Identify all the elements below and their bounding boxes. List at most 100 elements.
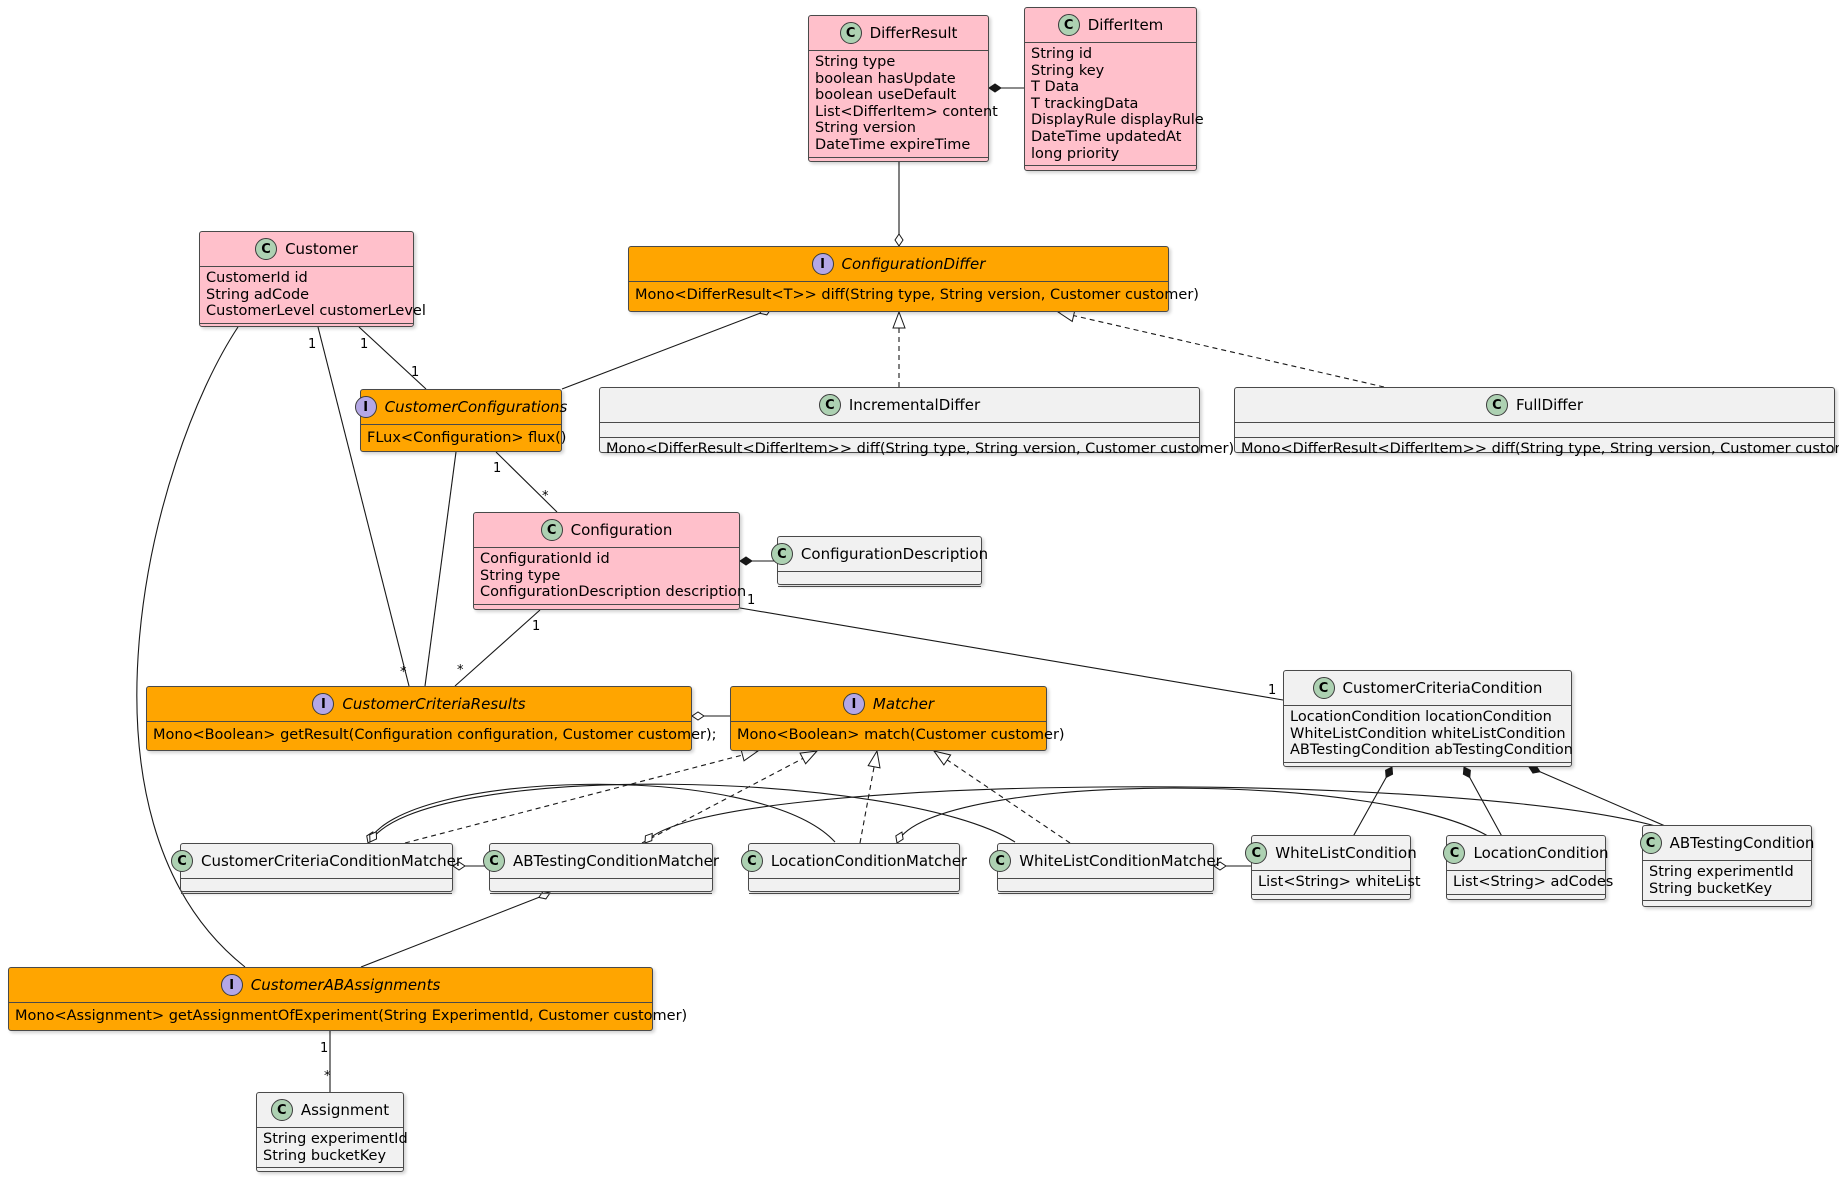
class-badge-icon: C — [1443, 842, 1466, 864]
method-line: FLux<Configuration> flux() — [367, 430, 567, 446]
methods: Mono<DifferResult<DifferItem>> diff(Stri… — [1235, 438, 1839, 461]
methods — [490, 894, 712, 908]
class-badge-icon: C — [540, 519, 563, 541]
class-name: CustomerCriteriaResults — [342, 695, 526, 713]
fields: List<String> whiteList — [1252, 871, 1421, 895]
field-line: DateTime updatedAt — [1031, 128, 1182, 145]
field-line: String type — [815, 54, 896, 70]
methods: FLux<Configuration> flux() — [361, 425, 567, 450]
methods: Mono<Assignment> getAssignmentOfExperime… — [9, 1003, 687, 1028]
field-line: ConfigurationDescription description — [480, 584, 747, 601]
mult-customer-configs-a: 1 — [360, 337, 368, 352]
class-name: DifferResult — [869, 24, 958, 42]
field-line: String bucketKey — [1649, 880, 1773, 897]
class-customer-criteria-condition-matcher[interactable]: C CustomerCriteriaConditionMatcher — [170, 843, 462, 894]
fields — [1235, 423, 1834, 438]
methods — [1025, 166, 1196, 180]
class-badge-icon: C — [839, 22, 862, 44]
methods — [200, 324, 413, 338]
field-line: WhiteListCondition whiteListCondition — [1290, 725, 1566, 742]
mult-config-results-b: * — [457, 663, 464, 678]
class-name: LocationCondition — [1473, 844, 1609, 862]
mult-config-condition-a: 1 — [747, 593, 755, 608]
fields — [181, 879, 452, 894]
field-line: DisplayRule displayRule — [1031, 112, 1204, 129]
class-name: Customer — [285, 240, 358, 258]
class-badge-icon: C — [1639, 832, 1662, 854]
interface-badge-icon: I — [811, 253, 834, 275]
mult-assignments-assignment-b: * — [324, 1069, 331, 1084]
field-line: List<String> whiteList — [1258, 874, 1421, 890]
class-name: CustomerCriteriaConditionMatcher — [200, 852, 463, 870]
edge-customer-customerconfigs — [358, 326, 427, 390]
class-header: C LocationCondition — [1443, 836, 1609, 871]
class-name: IncrementalDiffer — [848, 396, 981, 414]
methods: Mono<DifferResult<T>> diff(String type, … — [629, 282, 1199, 307]
field-line: long priority — [1031, 145, 1120, 162]
methods — [474, 605, 739, 619]
edge-locmatcher-ccmatcher — [366, 783, 836, 844]
edge-wlmatcher-ccmatcher — [369, 783, 1016, 843]
class-name: ABTestingConditionMatcher — [512, 852, 720, 870]
method-line: Mono<Boolean> match(Customer customer) — [737, 727, 1065, 743]
interface-customer-configurations[interactable]: I CustomerConfigurations FLux<Configurati… — [354, 389, 567, 452]
class-badge-icon: C — [818, 394, 841, 416]
class-header: C ABTestingCondition — [1639, 826, 1814, 861]
edge-customerconfigs-criteriaresults — [424, 451, 457, 687]
methods — [1252, 895, 1410, 909]
field-line: boolean hasUpdate — [815, 70, 956, 87]
methods — [1284, 763, 1571, 777]
field-line: ConfigurationId id — [480, 551, 610, 567]
field-line: String key — [1031, 62, 1105, 79]
fields — [749, 879, 959, 894]
edge-whitelist-condition — [1349, 766, 1394, 843]
interface-badge-icon: I — [354, 396, 377, 418]
edge-customer-criteriaresults — [317, 326, 410, 687]
class-name: Matcher — [872, 695, 935, 713]
mult-config-results-a: 1 — [532, 619, 540, 634]
class-name: ABTestingCondition — [1669, 834, 1815, 852]
class-badge-icon: C — [170, 850, 193, 872]
mult-assignments-assignment-a: 1 — [320, 1041, 328, 1056]
field-line: DateTime expireTime — [815, 136, 971, 153]
edge-customerconfigs-differ — [561, 306, 772, 390]
methods: Mono<DifferResult<DifferItem>> diff(Stri… — [600, 438, 1234, 461]
mult-config-condition-b: 1 — [1268, 683, 1276, 698]
class-name: WhiteListCondition — [1275, 844, 1417, 862]
field-line: String version — [815, 120, 916, 137]
edge-abtesting-condition — [1528, 765, 1680, 833]
edge-configuration-criteriaresults — [454, 609, 541, 687]
field-line: boolean useDefault — [815, 87, 957, 104]
class-name: CustomerConfigurations — [384, 398, 568, 416]
